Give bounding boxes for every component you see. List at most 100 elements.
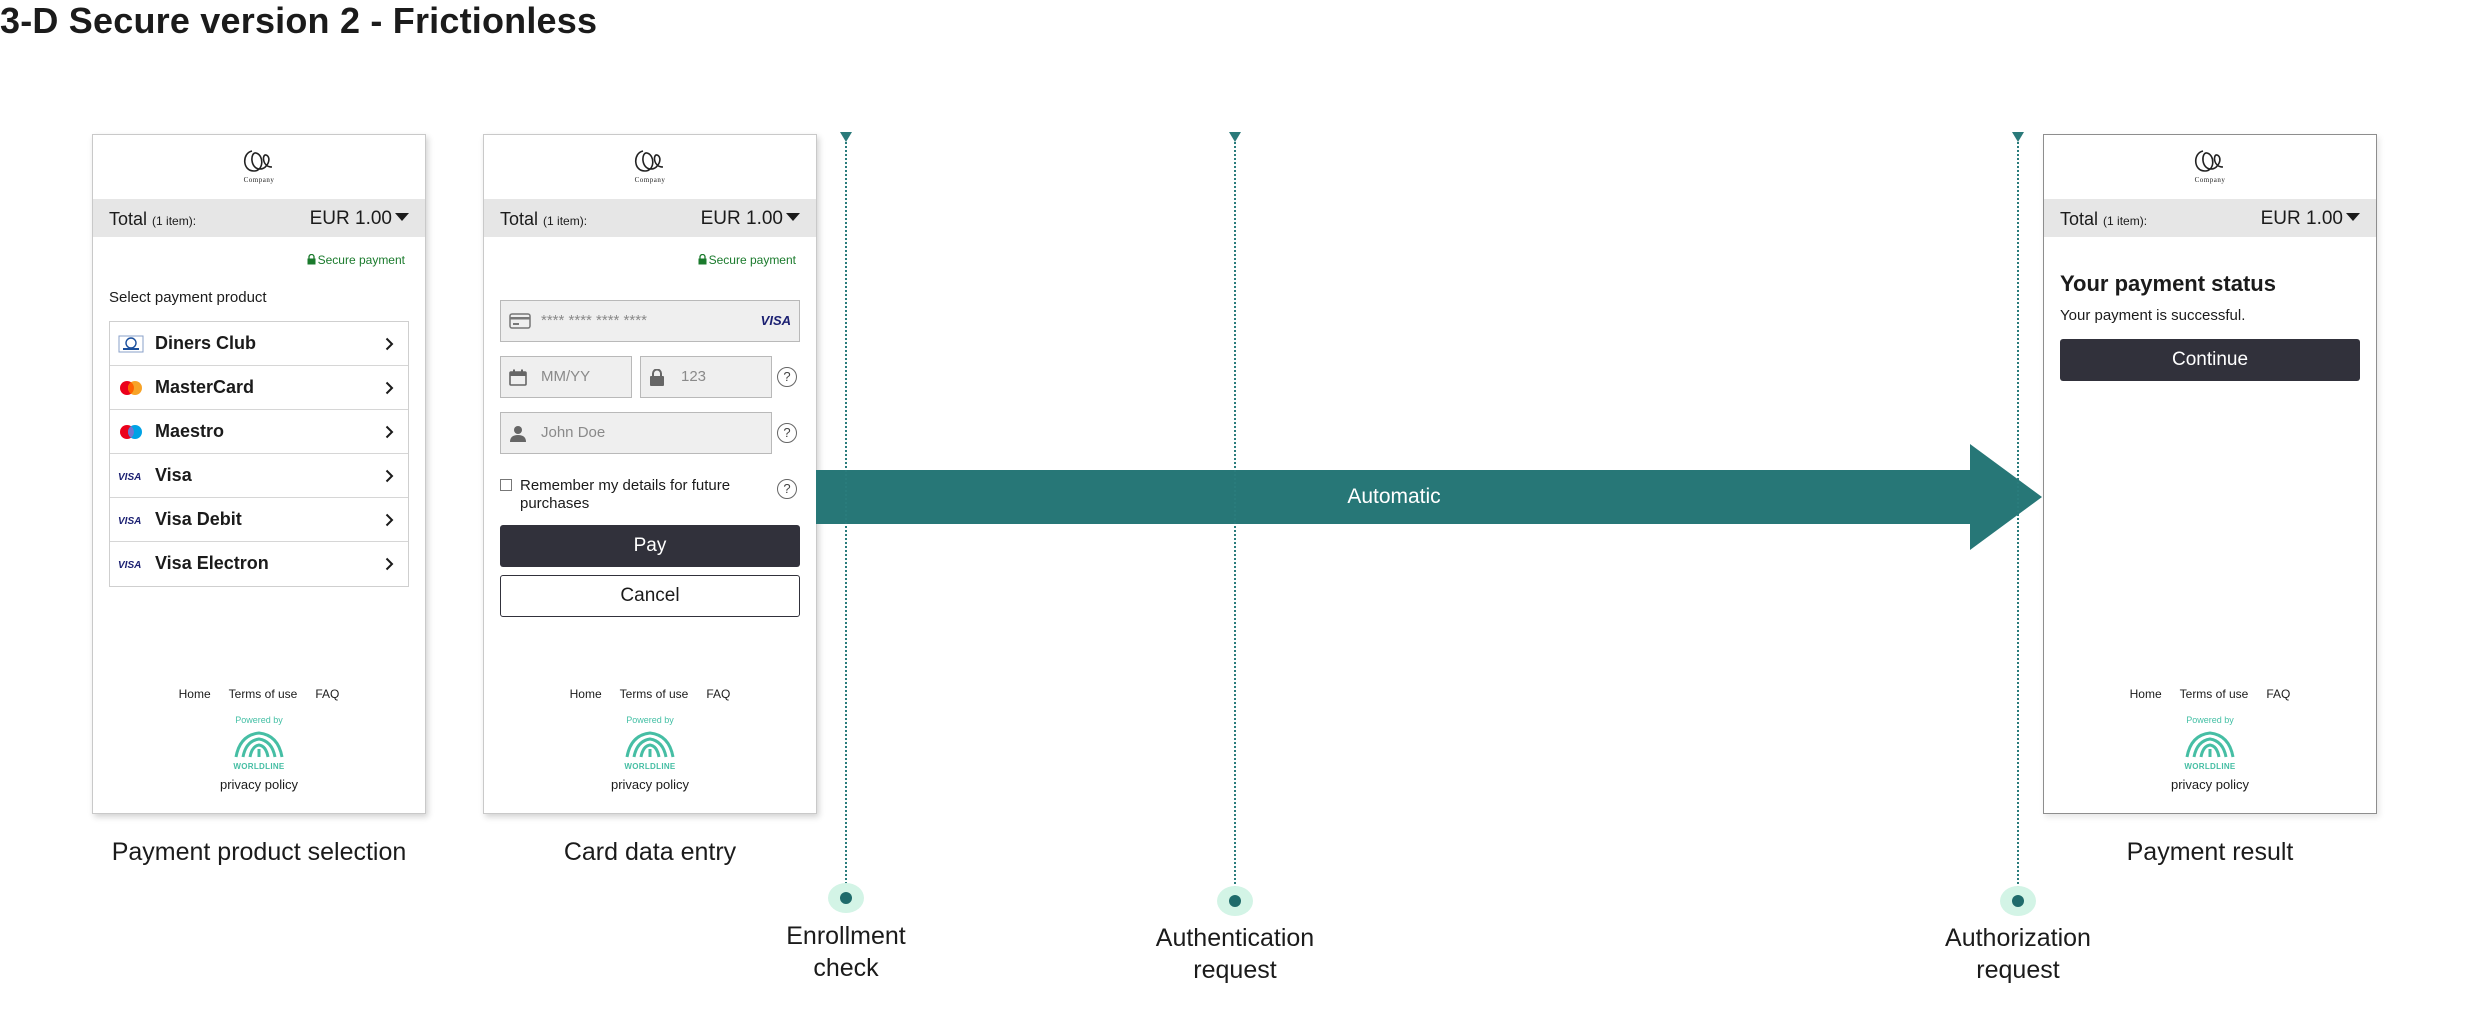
company-logo: Company — [620, 147, 680, 189]
cancel-button[interactable]: Cancel — [500, 575, 800, 617]
step-marker-enrollment — [840, 132, 852, 142]
card-number-input[interactable]: **** **** **** **** VISA — [500, 300, 800, 342]
cvv-help-icon[interactable]: ? — [777, 367, 797, 387]
step-line-authorization — [2017, 134, 2019, 896]
currency-dropdown[interactable]: EUR 1.00 — [310, 208, 409, 230]
privacy-policy-link[interactable]: privacy policy — [2170, 777, 2250, 792]
caption-product-selection: Payment product selection — [111, 838, 407, 866]
step-label-authentication-request: Authentication request — [1155, 924, 1315, 984]
caret-down-icon — [2346, 213, 2360, 221]
footer-link-faq[interactable]: FAQ — [2266, 687, 2291, 701]
product-item-diners-club[interactable]: Diners Club — [110, 322, 408, 366]
step-dot-authentication — [1229, 895, 1241, 907]
product-name: Visa — [155, 465, 192, 485]
screen-payment-result: Company Total (1 item): EUR 1.00 Your pa… — [2043, 134, 2377, 814]
footer-link-home[interactable]: Home — [178, 687, 211, 701]
automatic-label: Automatic — [1347, 485, 1441, 508]
worldline-logo: WORLDLINE — [2180, 729, 2240, 771]
cardholder-name-input[interactable]: John Doe — [500, 412, 772, 454]
product-item-visa-electron[interactable]: VISA Visa Electron — [110, 542, 408, 586]
footer-link-terms[interactable]: Terms of use — [2179, 687, 2249, 701]
total-items: (1 item): — [152, 214, 197, 228]
svg-text:VISA: VISA — [118, 516, 141, 527]
footer-link-terms[interactable]: Terms of use — [228, 687, 298, 701]
total-amount: EUR 1.00 — [309, 208, 392, 229]
chevron-right-icon — [385, 469, 394, 483]
maestro-icon — [120, 425, 142, 439]
step-dot-authorization — [2012, 895, 2024, 907]
company-logo: Company — [229, 147, 289, 189]
product-item-mastercard[interactable]: MasterCard — [110, 366, 408, 410]
product-item-maestro[interactable]: Maestro — [110, 410, 408, 454]
step-line-authentication — [1234, 134, 1236, 896]
worldline-text: WORLDLINE — [2184, 762, 2236, 771]
total-text: Total — [500, 209, 539, 229]
product-item-visa[interactable]: VISA Visa — [110, 454, 408, 498]
secure-payment-badge: Secure payment — [698, 253, 796, 267]
visa-icon: VISA — [118, 472, 141, 483]
remember-details-checkbox[interactable]: Remember my details for future purchases — [500, 477, 740, 513]
lock-icon — [698, 253, 707, 265]
product-item-visa-debit[interactable]: VISA Visa Debit — [110, 498, 408, 542]
card-number-placeholder: **** **** **** **** — [541, 312, 647, 329]
calendar-icon — [509, 369, 527, 386]
svg-text:VISA: VISA — [118, 472, 141, 483]
secure-payment-text: Secure payment — [317, 253, 405, 267]
footer-link-home[interactable]: Home — [2129, 687, 2162, 701]
total-text: Total — [109, 209, 148, 229]
product-name: Maestro — [155, 421, 225, 441]
secure-payment-text: Secure payment — [708, 253, 796, 267]
powered-by-text: Powered by — [626, 715, 674, 725]
secure-payment-badge: Secure payment — [307, 253, 405, 267]
checkbox-box[interactable] — [500, 479, 512, 491]
select-product-label: Select payment product — [109, 289, 267, 306]
total-text: Total — [2060, 209, 2099, 229]
caption-card-data-entry: Card data entry — [563, 838, 737, 866]
pay-button[interactable]: Pay — [500, 525, 800, 567]
diners-club-icon — [118, 335, 144, 353]
currency-dropdown[interactable]: EUR 1.00 — [2261, 208, 2360, 230]
lock-icon — [307, 253, 316, 265]
privacy-policy-link[interactable]: privacy policy — [219, 777, 299, 792]
caption-payment-result: Payment result — [2126, 838, 2294, 866]
worldline-logo: WORLDLINE — [620, 729, 680, 771]
automatic-flow-arrow — [816, 444, 2042, 550]
visa-icon: VISA — [118, 516, 141, 527]
footer-links: Home Terms of use FAQ — [93, 687, 425, 701]
remember-label: Remember my details for future purchases — [520, 477, 731, 512]
chevron-right-icon — [385, 337, 394, 351]
company-logo-text: Company — [634, 176, 666, 184]
total-amount: EUR 1.00 — [700, 208, 783, 229]
product-name: MasterCard — [155, 377, 255, 397]
worldline-text: WORLDLINE — [233, 762, 285, 771]
step-line-enrollment — [845, 134, 847, 896]
remember-help-icon[interactable]: ? — [777, 479, 797, 499]
chevron-right-icon — [385, 513, 394, 527]
diagram-title: 3-D Secure version 2 - Frictionless — [0, 0, 598, 41]
footer-link-faq[interactable]: FAQ — [315, 687, 340, 701]
mastercard-icon — [120, 381, 142, 395]
cvv-input[interactable]: 123 — [640, 356, 772, 398]
footer-link-terms[interactable]: Terms of use — [619, 687, 689, 701]
total-bar: Total (1 item): EUR 1.00 — [93, 199, 425, 237]
footer-link-home[interactable]: Home — [569, 687, 602, 701]
user-icon — [510, 426, 526, 442]
step-label-enrollment-check: Enrollment check — [786, 922, 906, 982]
name-help-icon[interactable]: ? — [777, 423, 797, 443]
privacy-policy-link[interactable]: privacy policy — [610, 777, 690, 792]
total-label: Total (1 item): — [109, 209, 196, 230]
product-name: Visa Debit — [155, 509, 242, 529]
continue-button[interactable]: Continue — [2060, 339, 2360, 381]
expiry-date-input[interactable]: MM/YY — [500, 356, 632, 398]
expiry-placeholder: MM/YY — [541, 368, 591, 385]
footer-link-faq[interactable]: FAQ — [706, 687, 731, 701]
cvv-placeholder: 123 — [681, 368, 707, 385]
total-items: (1 item): — [2103, 214, 2148, 228]
step-marker-authorization — [2012, 132, 2024, 142]
currency-dropdown[interactable]: EUR 1.00 — [701, 208, 800, 230]
total-label: Total (1 item): — [2060, 209, 2147, 230]
company-logo-text: Company — [2194, 176, 2226, 184]
step-marker-authentication — [1229, 132, 1241, 142]
chevron-right-icon — [385, 557, 394, 571]
caret-down-icon — [786, 213, 800, 221]
